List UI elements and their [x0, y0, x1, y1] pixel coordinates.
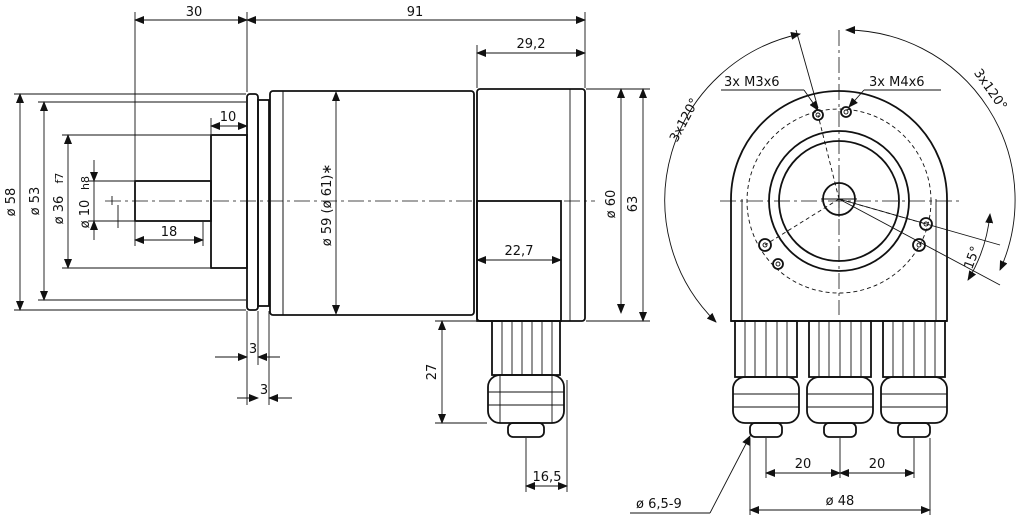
dim-22-7: 22,7: [505, 244, 534, 259]
cable-dia: ø 6,5-9: [636, 497, 682, 512]
dia-59: ø 59 (ø 61)∗: [320, 164, 335, 246]
front-view: 3x120° 3x120° 15° 3x M3x6 3x M4x6: [630, 26, 1016, 515]
flange: [246, 93, 259, 311]
side-view: 30 91 29,2 10 ø 58 ø 53 ø 36 f7: [4, 5, 650, 492]
connector-block: [476, 200, 562, 322]
dia-60: ø 60: [604, 190, 619, 219]
dia-53: ø 53: [28, 187, 43, 216]
dim-20b: 20: [869, 457, 886, 472]
rear-housing: [476, 88, 586, 322]
tol-10: h8: [79, 176, 92, 190]
arc-120-right: [845, 26, 1016, 271]
dim-3a: 3: [249, 342, 257, 357]
label-m4: 3x M4x6: [869, 75, 925, 90]
tol-36: f7: [53, 173, 66, 184]
flange-ring: [257, 99, 270, 307]
dim-16-5: 16,5: [533, 470, 562, 485]
dim-10: 10: [220, 110, 237, 125]
cable-gland-side: [487, 320, 565, 438]
main-body: [269, 90, 475, 316]
dia-10: ø 10: [78, 200, 93, 229]
arc-120-left: [664, 31, 801, 323]
dia-58: ø 58: [4, 188, 19, 217]
connector-glands-front: [732, 320, 948, 438]
dim-91: 91: [407, 5, 424, 20]
angle-left: 3x120°: [667, 96, 702, 145]
spigot: [210, 134, 248, 269]
angle-right: 3x120°: [970, 66, 1009, 113]
dim-29-2: 29,2: [517, 37, 546, 52]
dia-36: ø 36: [52, 196, 67, 225]
dia-48: ø 48: [826, 494, 855, 509]
label-m3: 3x M3x6: [724, 75, 780, 90]
dim-18: 18: [161, 225, 178, 240]
angle-15: 15°: [962, 244, 984, 271]
dim-27: 27: [425, 364, 440, 381]
dim-20a: 20: [795, 457, 812, 472]
dim-63: 63: [626, 196, 641, 213]
dim-30: 30: [186, 5, 203, 20]
dim-3b: 3: [260, 383, 268, 398]
